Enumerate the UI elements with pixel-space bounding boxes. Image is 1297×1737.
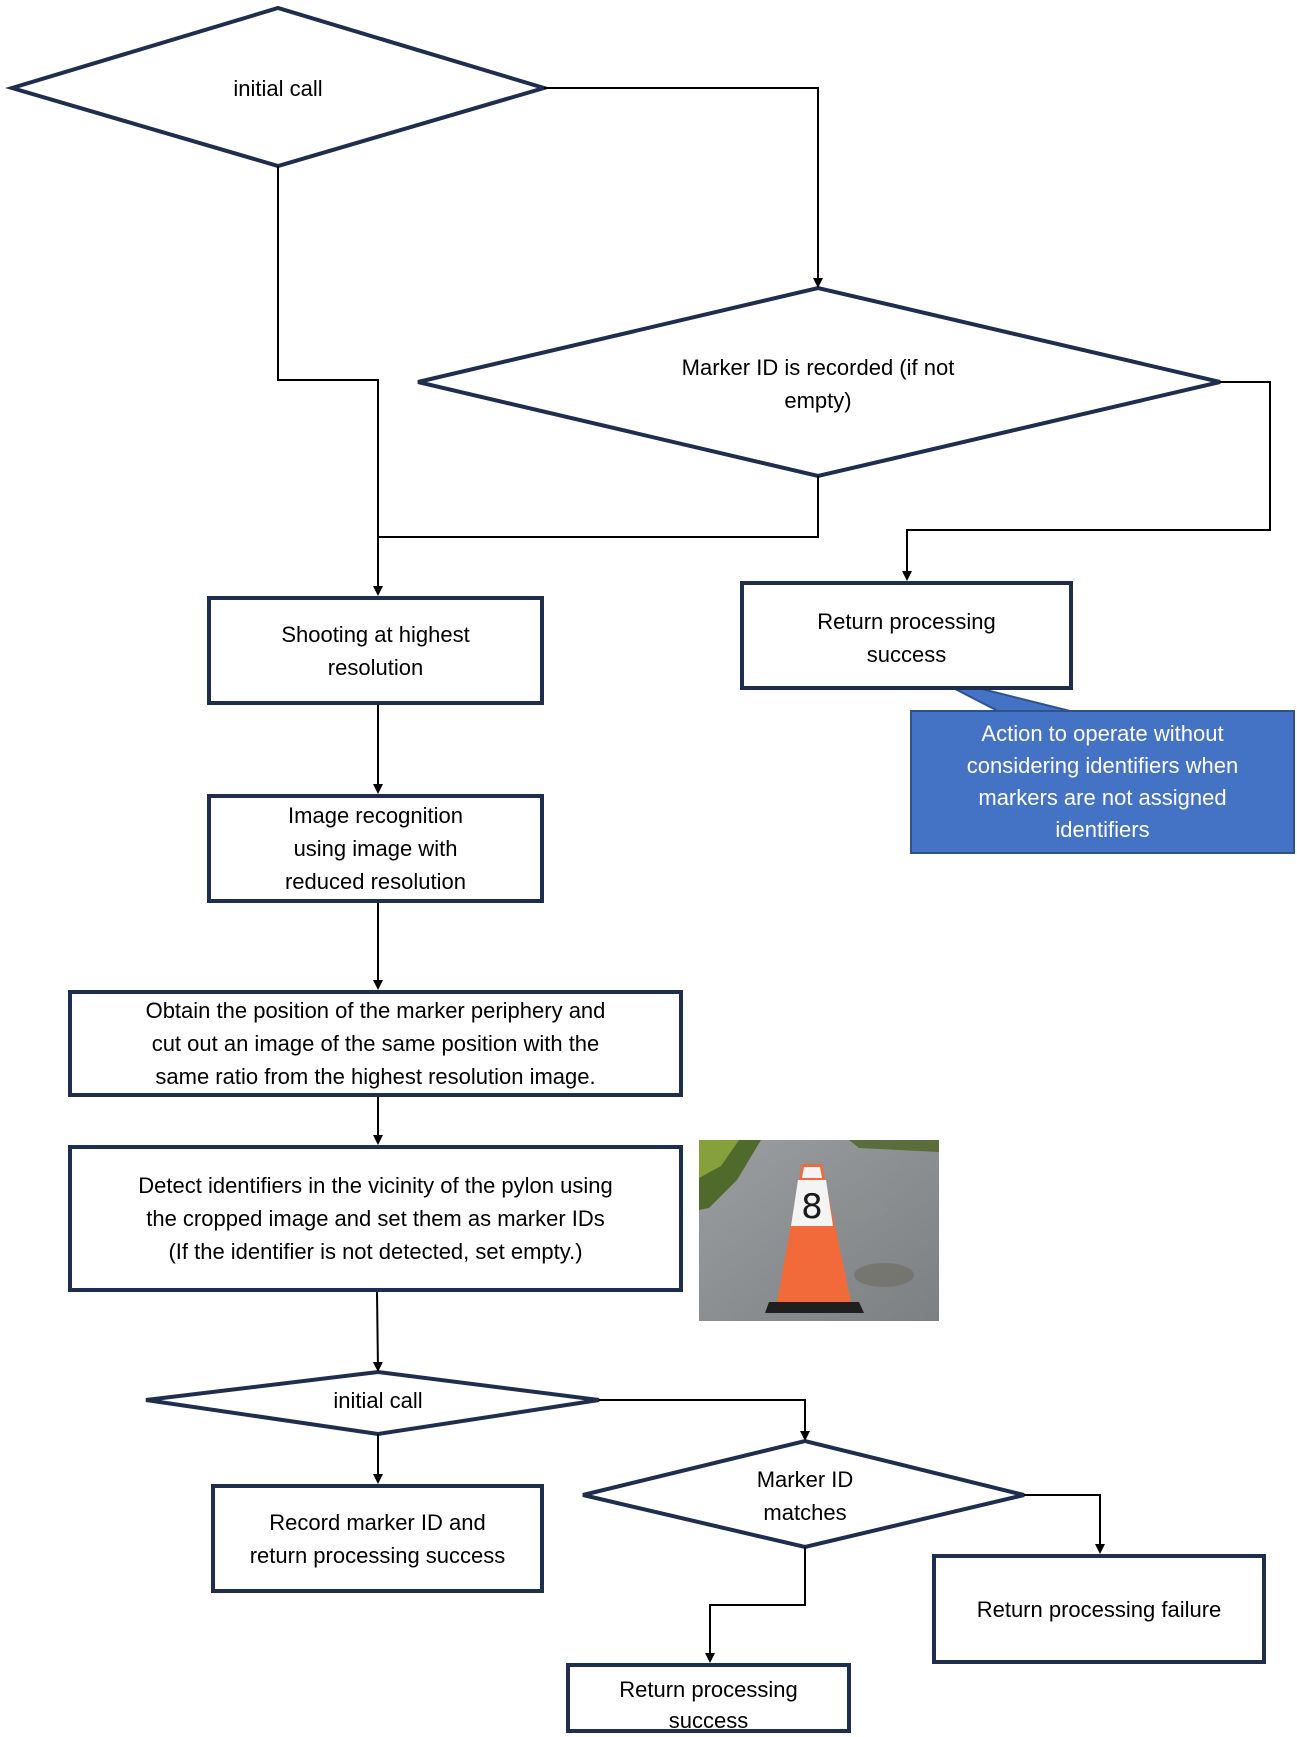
callout-line: considering identifiers when: [966, 753, 1239, 779]
process-label-line: same ratio from the highest resolution i…: [155, 1064, 596, 1089]
callout-line: identifiers: [1055, 816, 1150, 842]
process-label-line: Detect identifiers in the vicinity of th…: [138, 1173, 613, 1198]
callout-shape: [910, 710, 1295, 854]
decision-label-line: matches: [763, 1500, 847, 1525]
connector-matches-to-success: [705, 1547, 806, 1663]
process-record-marker-id: Record marker ID and return processing s…: [211, 1484, 544, 1593]
grass-far: [849, 1140, 939, 1152]
decision-label-line: Marker ID is recorded (if not: [681, 355, 955, 380]
process-label-line: Record marker ID and: [269, 1509, 486, 1535]
process-label-line: (If the identifier is not detected, set …: [168, 1239, 583, 1264]
cone-body: [777, 1164, 851, 1302]
road-stain: [854, 1263, 914, 1287]
connector-marker-recorded-no-to-merge: [378, 476, 819, 538]
process-label-line: the cropped image and set them as marker…: [146, 1206, 605, 1231]
process-label-line: return processing success: [249, 1542, 506, 1568]
callout-note: Action to operate without considering id…: [911, 711, 1294, 853]
process-label-line: Obtain the position of the marker periph…: [145, 998, 606, 1023]
process-label-line: Image recognition: [288, 803, 463, 828]
process-shooting: Shooting at highest resolution: [207, 596, 544, 705]
process-image-recognition: Image recognition using image with reduc…: [207, 794, 544, 903]
grass-highlight: [699, 1140, 739, 1178]
process-label-line: Return processing: [619, 1677, 798, 1702]
process-return-failure: Return processing failure: [932, 1554, 1266, 1664]
connector-initial-call-to-marker-recorded: [544, 87, 823, 288]
process-obtain-position: Obtain the position of the marker periph…: [68, 990, 683, 1097]
process-label-line: cut out an image of the same position wi…: [151, 1031, 600, 1056]
process-return-success-top: Return processing success: [740, 581, 1073, 690]
callout-line: Action to operate without: [981, 721, 1224, 747]
decision-label-line: empty): [784, 388, 852, 413]
process-label-line: Shooting at highest: [281, 621, 470, 647]
process-label-line: success: [668, 1707, 749, 1733]
cone-stripe: [802, 1167, 822, 1178]
decision-marker-id-recorded: Marker ID is recorded (if not empty): [608, 348, 1028, 420]
decision-initial-call-bottom: initial call: [278, 1383, 478, 1417]
process-label-line: success: [866, 642, 947, 667]
decision-label: initial call: [333, 1387, 423, 1413]
decision-label-line: Marker ID: [756, 1467, 854, 1492]
connector-marker-recorded-yes-to-return: [902, 381, 1271, 581]
process-label-line: using image with: [293, 836, 458, 861]
decision-initial-call-top: initial call: [178, 70, 378, 106]
cone-number: 8: [801, 1187, 823, 1227]
cone-reflective-band: [791, 1180, 833, 1226]
process-label-line: reduced resolution: [284, 869, 466, 894]
process-label-line: resolution: [327, 654, 424, 680]
process-label-line: Return processing failure: [976, 1596, 1222, 1622]
decision-label: initial call: [233, 75, 323, 101]
connector-matches-to-failure: [1024, 1494, 1105, 1554]
process-return-success-bottom: Return processing success: [566, 1663, 851, 1733]
connector-initial-call-to-shooting: [277, 166, 383, 596]
cone-base: [765, 1302, 864, 1313]
process-detect-identifiers: Detect identifiers in the vicinity of th…: [68, 1145, 683, 1292]
pylon-photo: 8: [699, 1140, 939, 1321]
connector-initial-call-to-matches: [599, 1399, 810, 1441]
callout-line: markers are not assigned: [978, 785, 1227, 810]
process-label-line: Return processing: [817, 609, 996, 634]
decision-marker-id-matches: Marker ID matches: [705, 1462, 905, 1530]
connector-detect-to-initial-call: [372, 1291, 383, 1372]
